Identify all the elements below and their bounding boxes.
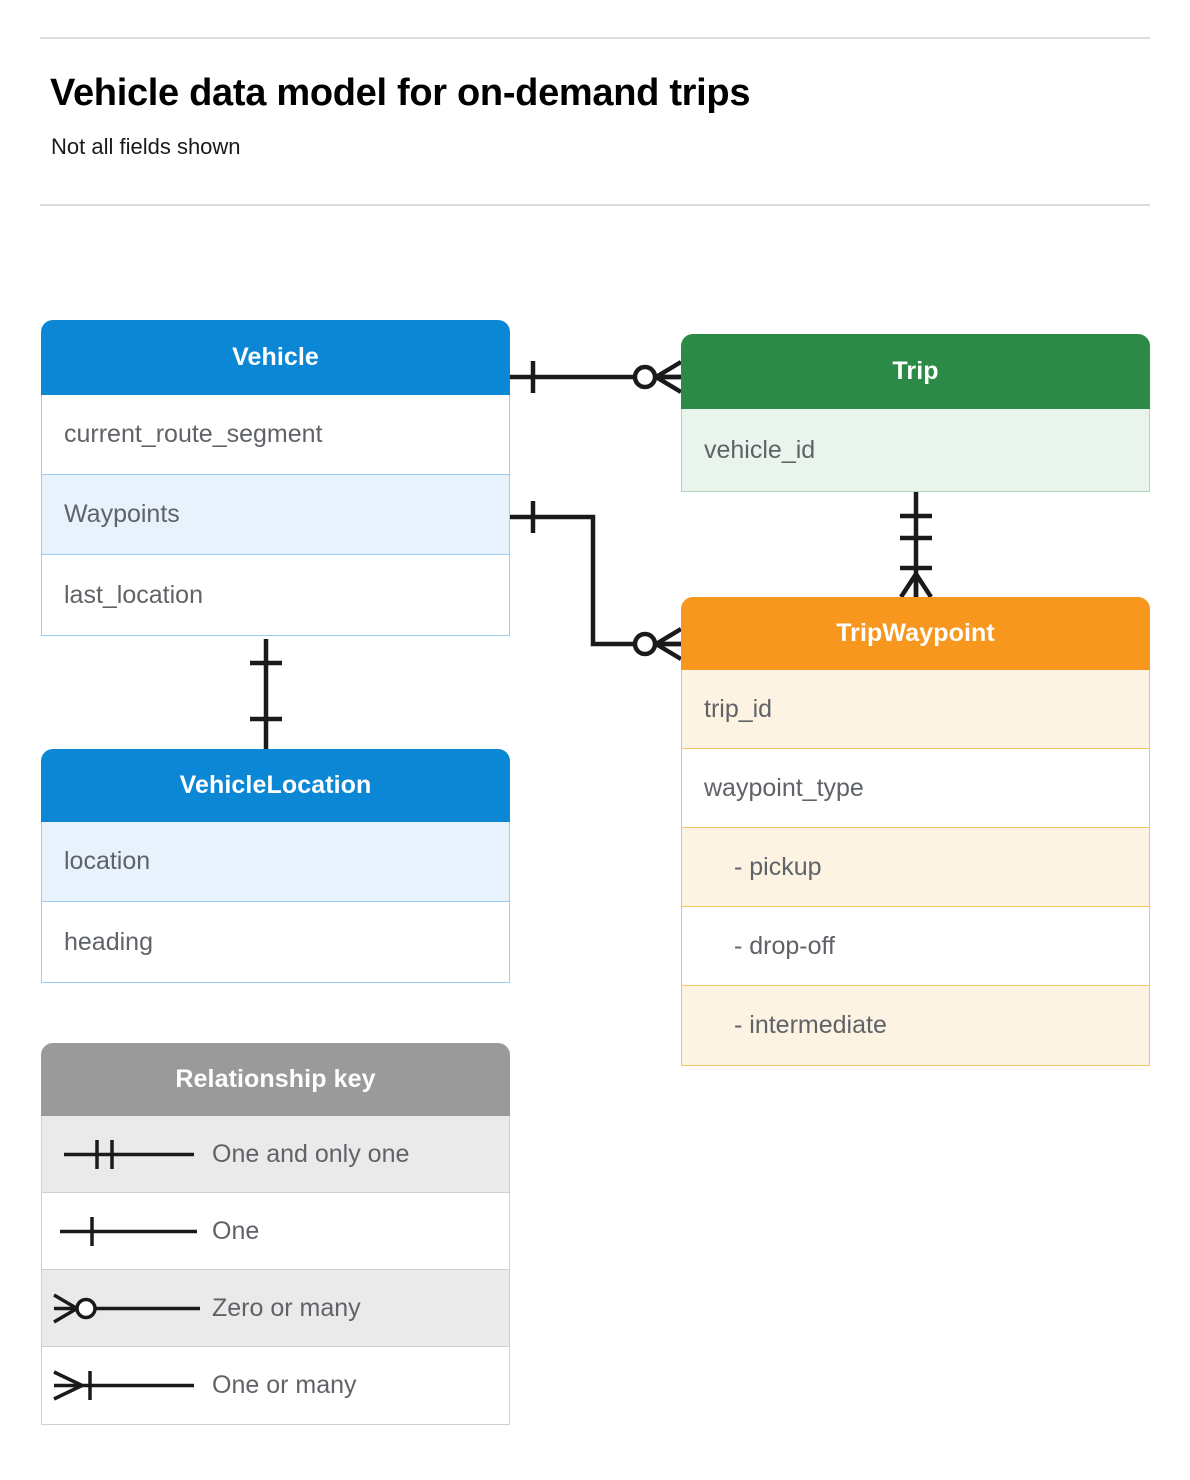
legend-item: One [42,1193,509,1270]
field-row[interactable]: location [42,822,509,902]
connector-trip-tripwaypoint [899,491,933,599]
connector-vehicle-trip [510,360,683,394]
header-divider-bottom [40,204,1150,206]
one-or-many-icon [53,1370,194,1401]
entity-vehiclelocation[interactable]: VehicleLocation location heading [41,749,510,983]
relationship-key-legend: Relationship key One and only one One [41,1043,510,1425]
entity-vehicle[interactable]: Vehicle current_route_segment Waypoints … [41,320,510,636]
field-row-enum[interactable]: - intermediate [682,986,1149,1065]
connector-waypoints-tripwaypoint [510,501,683,661]
field-row[interactable]: waypoint_type [682,749,1149,828]
legend-item: One or many [42,1347,509,1424]
field-row-enum[interactable]: - pickup [682,828,1149,907]
entity-tripwaypoint-fields: trip_id waypoint_type - pickup - drop-of… [681,670,1150,1066]
field-row[interactable]: heading [64,927,153,956]
zero-or-many-icon [53,1292,200,1324]
entity-trip-title: Trip [681,334,1150,409]
field-row[interactable]: vehicle_id [682,409,1149,491]
field-row[interactable]: trip_id [682,670,1149,749]
legend-item: One and only one [42,1116,509,1193]
legend-item: Zero or many [42,1270,509,1347]
entity-vehicle-fields: current_route_segment Waypoints last_loc… [41,395,510,636]
field-row[interactable]: last_location [64,580,203,609]
entity-trip[interactable]: Trip vehicle_id [681,334,1150,492]
entity-trip-fields: vehicle_id [681,409,1150,492]
legend-item-label: One [212,1216,260,1245]
connector-vehicle-vehiclelocation [250,639,282,749]
legend-title: Relationship key [41,1043,510,1116]
legend-item-label: One and only one [212,1139,410,1168]
field-row-enum[interactable]: - drop-off [682,907,1149,986]
field-row[interactable]: current_route_segment [42,395,509,475]
legend-rows: One and only one One Zero [41,1116,510,1425]
entity-tripwaypoint[interactable]: TripWaypoint trip_id waypoint_type - pic… [681,597,1150,1066]
one-icon [60,1216,197,1246]
page-subtitle: Not all fields shown [51,134,241,159]
legend-item-label: Zero or many [212,1293,361,1322]
header-divider-top [40,37,1150,39]
legend-item-label: One or many [212,1371,357,1399]
entity-tripwaypoint-title: TripWaypoint [681,597,1150,670]
one-and-only-one-icon [64,1139,194,1169]
entity-vehiclelocation-fields: location heading [41,822,510,983]
page-title: Vehicle data model for on-demand trips [50,72,751,114]
field-row[interactable]: Waypoints [42,475,509,555]
entity-vehicle-title: Vehicle [41,320,510,395]
entity-vehiclelocation-title: VehicleLocation [41,749,510,822]
